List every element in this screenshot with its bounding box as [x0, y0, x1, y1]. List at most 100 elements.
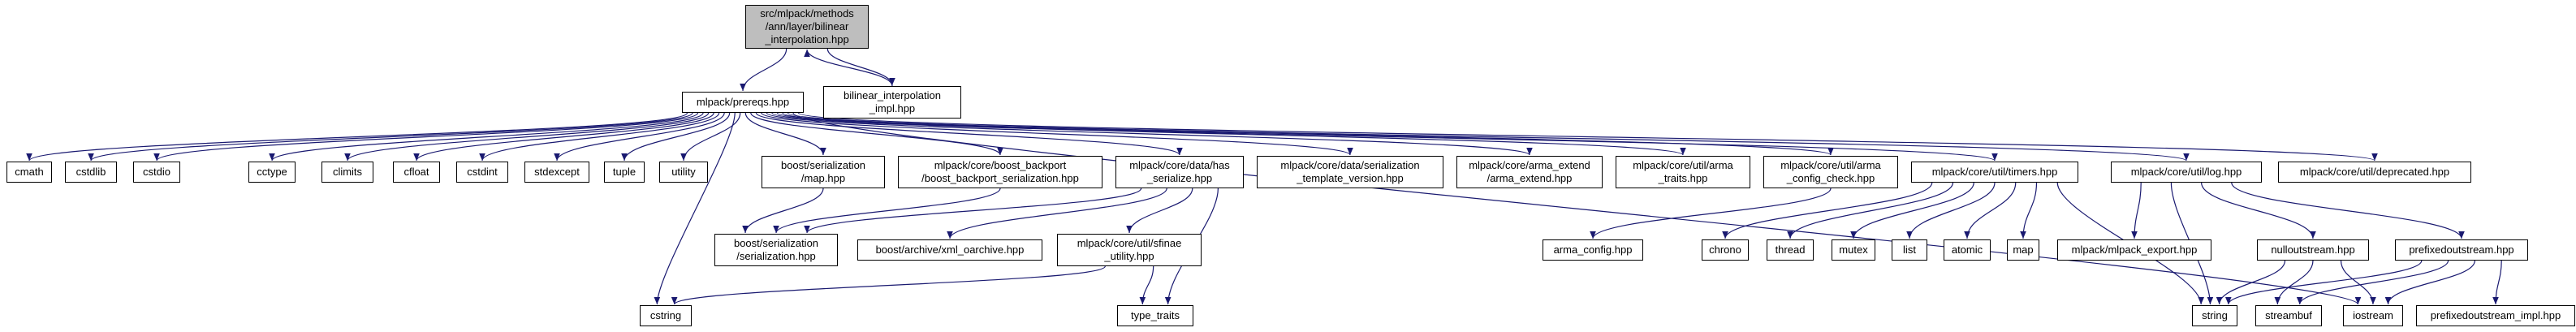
graph-node-label: bilinear_interpolation _impl.hpp — [844, 89, 941, 114]
graph-node-label: mlpack/core/data/has _serialize.hpp — [1129, 159, 1230, 184]
graph-node-thread: thread — [1767, 239, 1814, 261]
graph-node-label: stdexcept — [534, 166, 580, 178]
graph-node-timers[interactable]: mlpack/core/util/timers.hpp — [1911, 162, 2078, 183]
graph-node-arma_config[interactable]: arma_config.hpp — [1543, 239, 1643, 261]
include-edge-bilinear_interpolation_hpp-to-prereqs — [740, 48, 787, 92]
graph-node-arma_traits[interactable]: mlpack/core/util/arma _traits.hpp — [1616, 156, 1750, 188]
graph-node-cstring: cstring — [640, 305, 692, 326]
graph-node-label: cfloat — [403, 166, 429, 178]
include-edge-prereqs-to-utility — [680, 112, 741, 162]
graph-node-sfinae_utility[interactable]: mlpack/core/util/sfinae _utility.hpp — [1057, 234, 1202, 266]
graph-node-stdexcept: stdexcept — [524, 162, 589, 183]
include-edge-prefixedoutstream-to-string — [2225, 260, 2423, 305]
graph-node-serialization_template_version[interactable]: mlpack/core/data/serialization _template… — [1257, 156, 1443, 188]
graph-node-label: cctype — [257, 166, 287, 178]
include-edge-nulloutstream-to-streambuf — [2274, 260, 2314, 305]
include-edge-log-to-prefixedoutstream — [2231, 182, 2465, 239]
include-edge-prereqs-to-deprecated — [797, 112, 2378, 162]
graph-node-cstdint: cstdint — [456, 162, 508, 183]
graph-node-prefixedoutstream[interactable]: prefixedoutstream.hpp — [2395, 239, 2528, 261]
include-edge-prereqs-to-cmath — [26, 112, 688, 162]
include-edge-prereqs-to-iostream — [792, 112, 2361, 305]
include-edge-bilinear_interpolation_impl-to-bilinear_interpolation_hpp — [804, 49, 893, 87]
graph-node-utility: utility — [659, 162, 708, 183]
include-edge-boost_backport-to-boost_serialization_serialization — [773, 188, 1001, 234]
graph-node-label: list — [1903, 244, 1916, 256]
graph-node-label: cstdint — [467, 166, 498, 178]
graph-node-label: boost/archive/xml_oarchive.hpp — [875, 244, 1025, 256]
graph-node-deprecated[interactable]: mlpack/core/util/deprecated.hpp — [2278, 162, 2471, 183]
graph-node-nulloutstream[interactable]: nulloutstream.hpp — [2257, 239, 2369, 261]
include-edge-prereqs-to-serialization_template_version — [761, 112, 1353, 156]
include-edge-has_serialize-to-sfinae_utility — [1126, 188, 1193, 234]
graph-node-label: type_traits — [1131, 309, 1180, 321]
graph-node-label: mlpack/core/util/log.hpp — [2130, 166, 2242, 178]
graph-node-label: prefixedoutstream_impl.hpp — [2430, 309, 2561, 321]
graph-node-label: cstdlib — [76, 166, 106, 178]
graph-node-atomic: atomic — [1944, 239, 1991, 261]
include-edge-prereqs-to-boost_backport — [750, 112, 1003, 156]
graph-node-bilinear_interpolation_impl[interactable]: bilinear_interpolation _impl.hpp — [823, 86, 961, 119]
graph-node-label: string — [2202, 309, 2228, 321]
graph-node-label: map — [2013, 244, 2034, 256]
graph-node-arma_config_check[interactable]: mlpack/core/util/arma _config_check.hpp — [1763, 156, 1898, 188]
graph-node-mlpack_export[interactable]: mlpack/mlpack_export.hpp — [2057, 239, 2211, 261]
include-edge-prereqs-to-tuple — [621, 112, 731, 162]
include-edge-prereqs-to-has_serialize — [755, 112, 1183, 156]
graph-node-label: iostream — [2353, 309, 2393, 321]
graph-node-boost_backport[interactable]: mlpack/core/boost_backport /boost_backpo… — [898, 156, 1102, 188]
graph-node-label: mlpack/mlpack_export.hpp — [2071, 244, 2198, 256]
include-edge-nulloutstream-to-string — [2216, 260, 2286, 305]
graph-node-label: climits — [332, 166, 363, 178]
graph-node-label: boost/serialization /serialization.hpp — [733, 237, 819, 262]
include-edge-sfinae_utility-to-type_traits — [1139, 265, 1154, 305]
graph-node-prefixedoutstream_impl[interactable]: prefixedoutstream_impl.hpp — [2416, 305, 2575, 326]
graph-node-log[interactable]: mlpack/core/util/log.hpp — [2111, 162, 2262, 183]
include-edge-has_serialize-to-xml_oarchive — [947, 188, 1167, 239]
graph-node-boost_serialization_serialization: boost/serialization /serialization.hpp — [714, 234, 838, 266]
graph-node-cstdio: cstdio — [133, 162, 180, 183]
graph-node-label: mlpack/core/util/arma _config_check.hpp — [1780, 159, 1881, 184]
include-edge-prefixedoutstream-to-streambuf — [2296, 260, 2449, 305]
graph-node-label: mutex — [1839, 244, 1868, 256]
graph-node-label: atomic — [1951, 244, 1983, 256]
graph-node-mutex: mutex — [1832, 239, 1875, 261]
graph-node-arma_extend[interactable]: mlpack/core/arma_extend /arma_extend.hpp — [1456, 156, 1603, 188]
graph-node-label: src/mlpack/methods /ann/layer/bilinear _… — [760, 7, 854, 45]
include-edge-log-to-mlpack_export — [2131, 182, 2142, 239]
include-edge-bilinear_interpolation_hpp-to-bilinear_interpolation_impl — [826, 48, 895, 86]
graph-node-label: mlpack/core/util/deprecated.hpp — [2299, 166, 2450, 178]
graph-node-boost_serialization_map: boost/serialization /map.hpp — [762, 156, 885, 188]
graph-node-label: mlpack/core/util/arma _traits.hpp — [1633, 159, 1733, 184]
graph-node-prereqs[interactable]: mlpack/prereqs.hpp — [682, 92, 804, 113]
graph-node-xml_oarchive: boost/archive/xml_oarchive.hpp — [857, 239, 1042, 261]
graph-node-list: list — [1892, 239, 1927, 261]
graph-node-label: mlpack/prereqs.hpp — [696, 96, 790, 108]
include-edge-boost_serialization_map-to-boost_serialization_serialization — [742, 188, 824, 234]
graph-node-climits: climits — [321, 162, 373, 183]
include-edge-sfinae_utility-to-cstring — [671, 265, 1106, 305]
include-edge-timers-to-map — [2020, 182, 2038, 239]
graph-node-cctype: cctype — [248, 162, 296, 183]
include-edge-prereqs-to-cstring — [654, 112, 736, 305]
include-edge-timers-to-chrono — [1722, 182, 1933, 239]
include-edge-timers-to-atomic — [1964, 182, 2017, 239]
include-edge-timers-to-mutex — [1850, 182, 1974, 239]
include-edge-prereqs-to-cstdint — [479, 112, 720, 162]
include-edge-prereqs-to-boost_serialization_map — [744, 112, 826, 156]
include-edge-timers-to-list — [1906, 182, 1996, 239]
include-edge-prereqs-to-cctype — [269, 112, 704, 162]
graph-node-chrono: chrono — [1702, 239, 1749, 261]
graph-node-has_serialize[interactable]: mlpack/core/data/has _serialize.hpp — [1115, 156, 1244, 188]
graph-node-label: mlpack/core/arma_extend /arma_extend.hpp — [1469, 159, 1590, 184]
graph-node-label: chrono — [1709, 244, 1741, 256]
graph-node-tuple: tuple — [604, 162, 645, 183]
include-edge-prereqs-to-stdexcept — [554, 112, 725, 162]
graph-node-label: arma_config.hpp — [1553, 244, 1633, 256]
include-edge-has_serialize-to-boost_serialization_serialization — [804, 188, 1142, 234]
include-edge-log-to-nulloutstream — [2201, 182, 2316, 239]
include-edge-prereqs-to-climits — [344, 112, 710, 162]
include-edge-prereqs-to-cstdio — [153, 112, 699, 162]
